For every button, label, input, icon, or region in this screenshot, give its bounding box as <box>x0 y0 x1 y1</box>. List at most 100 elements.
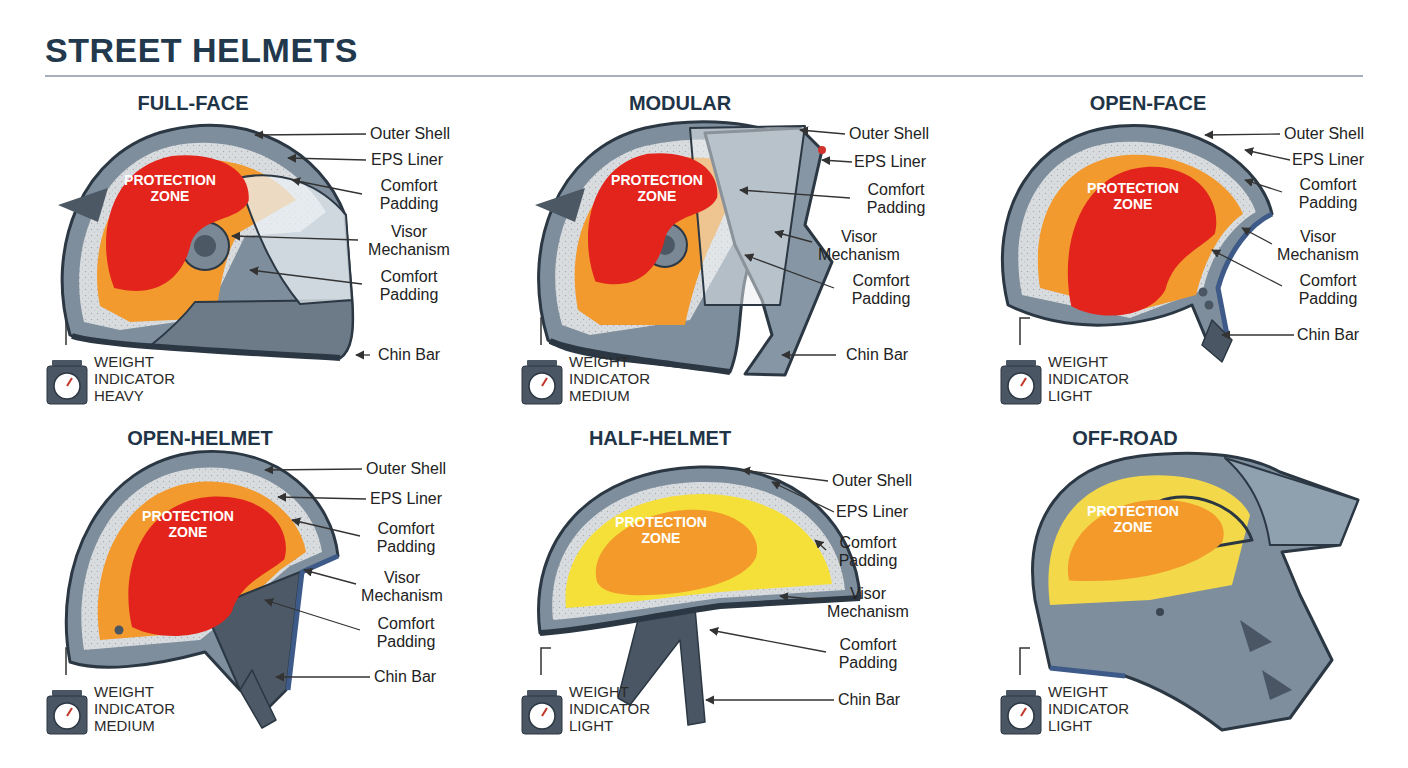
full-face-helmet <box>58 126 353 358</box>
part-label: Comfort Padding <box>1280 176 1376 212</box>
protection-zone: PROTECTION ZONE <box>118 492 293 642</box>
zone-shape <box>588 153 717 284</box>
part-label: Chin Bar <box>361 346 457 364</box>
zone-shape <box>128 496 286 636</box>
part-label: Outer Shell <box>358 460 454 478</box>
helmet-type-heading: MODULAR <box>629 91 731 115</box>
vent <box>1262 670 1292 700</box>
page-title: STREET HELMETS <box>45 30 358 70</box>
weight-indicator-label: WEIGHT INDICATOR MEDIUM <box>94 683 182 734</box>
leader-line <box>706 699 834 700</box>
part-label: EPS Liner <box>358 490 454 508</box>
leader-line <box>250 270 362 284</box>
part-label: Comfort Padding <box>820 636 916 672</box>
part-label: EPS Liner <box>359 151 455 169</box>
part-label: EPS Liner <box>1280 151 1376 169</box>
part-label: Chin Bar <box>829 346 925 364</box>
weight-scale-icon <box>1001 318 1041 404</box>
chin-strap <box>240 670 276 728</box>
part-label: Visor Mechanism <box>820 585 916 621</box>
face-padding <box>288 556 338 690</box>
part-label: Chin Bar <box>821 691 917 709</box>
vent <box>58 188 108 222</box>
protection-zone: PROTECTION ZONE <box>1058 162 1223 322</box>
leader-line <box>815 540 826 550</box>
comfort-padding <box>1048 475 1250 605</box>
outer-shell <box>539 467 860 633</box>
leader-line <box>232 236 358 240</box>
leader-line <box>742 470 828 481</box>
outer-shell <box>66 451 338 708</box>
leader-line <box>1222 334 1294 335</box>
zone-shape <box>106 155 249 291</box>
part-label: Outer Shell <box>841 125 937 143</box>
zone-label: PROTECTION ZONE <box>1085 503 1181 535</box>
protection-zone: PROTECTION ZONE <box>1060 495 1240 590</box>
leader-line <box>772 482 834 512</box>
leader-line <box>1212 250 1282 286</box>
leader-line <box>1242 228 1272 244</box>
leader-line <box>782 354 836 355</box>
leader-line <box>265 600 360 630</box>
part-label: Comfort Padding <box>820 534 916 570</box>
zone-label: PROTECTION ZONE <box>613 514 709 546</box>
weight-indicator-label: WEIGHT INDICATOR LIGHT <box>569 683 657 734</box>
part-label: Visor Mechanism <box>811 228 907 264</box>
comfort-padding <box>566 494 832 608</box>
weight-scale-icon <box>1001 648 1041 734</box>
part-label: Comfort Padding <box>1280 272 1376 308</box>
part-label: Chin Bar <box>1280 326 1376 344</box>
leader-line <box>710 630 826 652</box>
outer-shell <box>62 126 353 358</box>
zone-shape <box>1068 500 1224 581</box>
helmet-type-heading: HALF-HELMET <box>589 426 731 450</box>
protection-zone: PROTECTION ZONE <box>95 150 255 300</box>
part-label: Comfort Padding <box>361 268 457 304</box>
rivet <box>1205 301 1214 310</box>
weight-scale-icon <box>522 648 562 734</box>
leader-line <box>278 497 366 499</box>
leader-line <box>292 180 362 194</box>
part-label: EPS Liner <box>824 503 920 521</box>
part-label: Comfort Padding <box>358 520 454 556</box>
weight-indicator-label: WEIGHT INDICATOR HEAVY <box>94 353 182 404</box>
part-label: Comfort Padding <box>833 272 929 308</box>
neck-padding <box>1050 668 1125 676</box>
zone-label: PROTECTION ZONE <box>140 508 236 540</box>
leader-line <box>1245 180 1282 192</box>
zone-label: PROTECTION ZONE <box>1085 180 1181 212</box>
part-label: Comfort Padding <box>361 177 457 213</box>
part-label: Chin Bar <box>357 668 453 686</box>
visor <box>690 126 805 305</box>
part-label: Comfort Padding <box>848 181 944 217</box>
rivet <box>1199 288 1208 297</box>
leader-line <box>800 130 845 134</box>
zone-shape <box>1068 167 1217 316</box>
part-label: Visor Mechanism <box>361 223 457 259</box>
part-label: EPS Liner <box>842 153 938 171</box>
leader-line <box>822 160 852 162</box>
part-label: Outer Shell <box>362 125 458 143</box>
leader-line <box>304 570 356 584</box>
zone-label: PROTECTION ZONE <box>122 172 218 204</box>
weight-indicator-label: WEIGHT INDICATOR LIGHT <box>1048 683 1136 734</box>
leader-line <box>356 354 370 355</box>
modular-helmet <box>535 122 832 375</box>
rivet <box>115 626 124 635</box>
part-label: Outer Shell <box>1276 125 1372 143</box>
helmet-type-heading: OFF-ROAD <box>1072 426 1178 450</box>
rivet <box>1156 608 1164 616</box>
rim <box>540 598 860 633</box>
leader-lines <box>232 130 1294 700</box>
chin-strap <box>1202 320 1232 362</box>
weight-indicator-label: WEIGHT INDICATOR MEDIUM <box>569 353 657 404</box>
helmet-type-heading: FULL-FACE <box>137 91 248 115</box>
leader-line <box>276 676 370 677</box>
part-label: Visor Mechanism <box>354 569 450 605</box>
title-rule <box>45 75 1363 77</box>
part-label: Comfort Padding <box>358 615 454 651</box>
vent <box>1240 620 1272 652</box>
leader-line <box>255 134 366 135</box>
